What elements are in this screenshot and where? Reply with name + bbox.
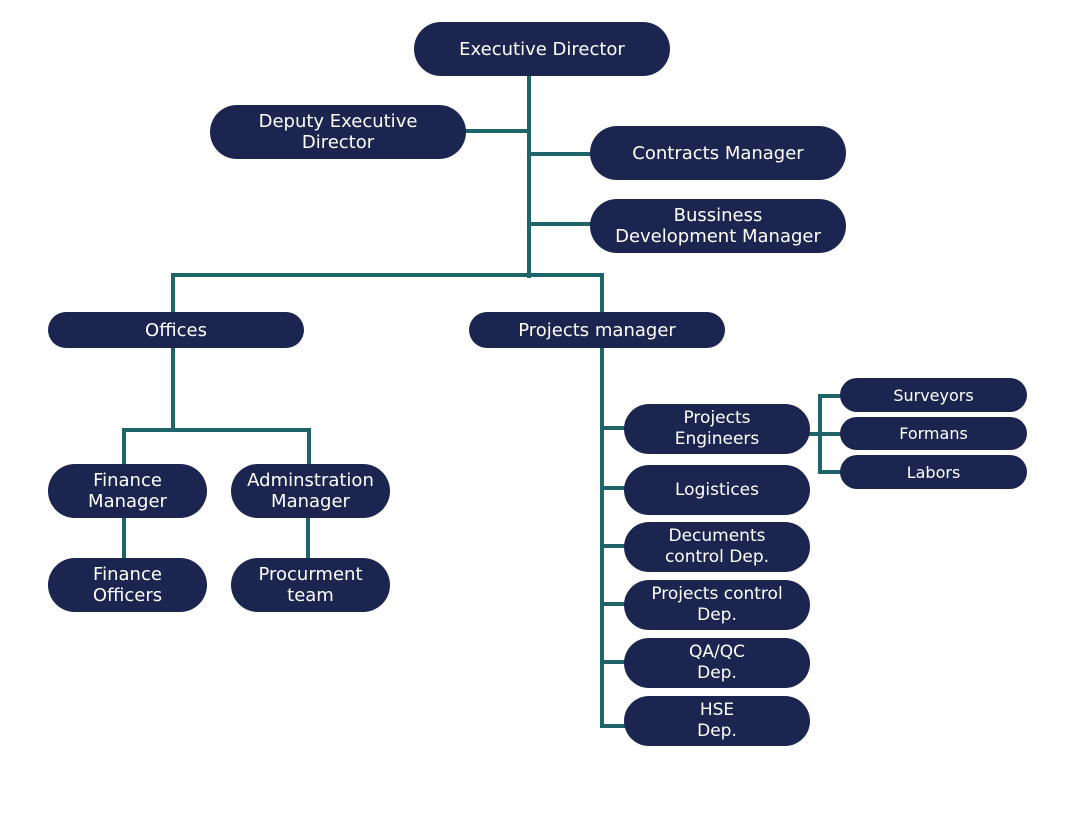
connector xyxy=(464,129,529,133)
connector xyxy=(600,426,627,430)
node-label: Finance Officers xyxy=(92,564,163,606)
connector xyxy=(171,273,604,277)
node-label: Offices xyxy=(145,319,207,341)
logistics-node[interactable]: Logistices xyxy=(624,465,810,515)
connector xyxy=(527,75,531,278)
connector xyxy=(600,544,627,548)
business-development-manager-node[interactable]: Bussiness Development Manager xyxy=(590,199,846,253)
connector xyxy=(600,273,604,314)
hse-node[interactable]: HSE Dep. xyxy=(624,696,810,746)
laborers-node[interactable]: Labors xyxy=(840,455,1027,489)
connector xyxy=(307,428,311,466)
connector xyxy=(122,428,126,466)
node-label: Decuments control Dep. xyxy=(664,526,770,567)
connector xyxy=(600,724,627,728)
node-label: Surveyors xyxy=(893,385,974,405)
connector xyxy=(171,347,175,431)
node-label: Procurment team xyxy=(258,564,363,606)
connector xyxy=(600,602,627,606)
connector xyxy=(818,394,843,398)
surveyors-node[interactable]: Surveyors xyxy=(840,378,1027,412)
finance-officers-node[interactable]: Finance Officers xyxy=(48,558,207,612)
procurement-team-node[interactable]: Procurment team xyxy=(231,558,390,612)
connector xyxy=(171,273,175,314)
connector xyxy=(122,428,311,432)
node-label: HSE Dep. xyxy=(697,700,737,741)
node-label: Formans xyxy=(899,424,968,443)
administration-manager-node[interactable]: Adminstration Manager xyxy=(231,464,390,518)
node-label: Projects manager xyxy=(518,319,676,341)
connector xyxy=(529,222,591,226)
connector xyxy=(306,516,310,560)
node-label: Deputy Executive Director xyxy=(258,111,418,153)
node-label: Bussiness Development Manager xyxy=(615,205,821,247)
connector xyxy=(529,152,591,156)
deputy-executive-director-node[interactable]: Deputy Executive Director xyxy=(210,105,466,159)
connector xyxy=(818,470,843,474)
documents-control-node[interactable]: Decuments control Dep. xyxy=(624,522,810,572)
node-label: Projects Engineers xyxy=(674,408,760,449)
node-label: QA/QC Dep. xyxy=(689,642,745,683)
executive-director-node[interactable]: Executive Director xyxy=(414,22,670,76)
projects-engineers-node[interactable]: Projects Engineers xyxy=(624,404,810,454)
connector xyxy=(808,432,822,436)
projects-manager-node[interactable]: Projects manager xyxy=(469,312,725,348)
qa-qc-node[interactable]: QA/QC Dep. xyxy=(624,638,810,688)
node-label: Finance Manager xyxy=(88,470,167,512)
projects-control-node[interactable]: Projects control Dep. xyxy=(624,580,810,630)
connector xyxy=(600,660,627,664)
connector xyxy=(818,432,843,436)
node-label: Logistices xyxy=(675,479,759,500)
contracts-manager-node[interactable]: Contracts Manager xyxy=(590,126,846,180)
foremen-node[interactable]: Formans xyxy=(840,417,1027,450)
offices-node[interactable]: Offices xyxy=(48,312,304,348)
node-label: Contracts Manager xyxy=(632,142,804,164)
finance-manager-node[interactable]: Finance Manager xyxy=(48,464,207,518)
node-label: Projects control Dep. xyxy=(651,584,783,625)
node-label: Labors xyxy=(906,462,961,482)
connector xyxy=(600,347,604,728)
node-label: Executive Director xyxy=(459,38,625,60)
node-label: Adminstration Manager xyxy=(247,470,374,512)
connector xyxy=(600,486,627,490)
connector xyxy=(122,516,126,560)
